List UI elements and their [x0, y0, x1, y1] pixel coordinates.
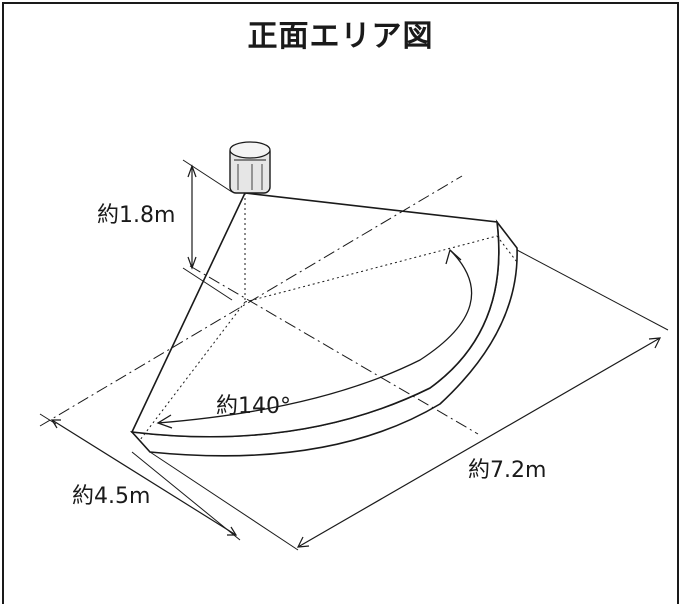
height-arrow-top — [187, 164, 197, 178]
height-label: 約1.8m — [97, 203, 176, 228]
height-ext-bottom — [182, 267, 233, 301]
dotted-to-right — [244, 235, 498, 303]
depth-label: 約4.5m — [72, 484, 151, 509]
dotted-to-left — [139, 301, 246, 441]
depth-arrow-top — [50, 419, 61, 429]
width-arrow-left — [296, 536, 310, 548]
angle-label: 約140° — [216, 394, 291, 419]
width-ext-right — [516, 249, 669, 331]
width-dim-line — [297, 337, 661, 548]
dotted-rim-right — [496, 235, 518, 263]
angle-arrow-right — [445, 248, 462, 265]
angle-arrow-left — [156, 414, 173, 429]
depth-arrow-bottom — [227, 526, 238, 536]
floor-top — [130, 192, 500, 438]
height-ext-top — [182, 159, 233, 193]
height-arrow-bottom — [187, 256, 197, 270]
width-label: 約7.2m — [468, 458, 547, 483]
width-arrow-right — [648, 337, 662, 349]
width-ext-left — [149, 451, 299, 551]
depth-dim-line — [51, 419, 237, 536]
page-title: 正面エリア図 — [247, 19, 434, 54]
angle-arc — [157, 249, 473, 424]
depth-ext-inner — [131, 451, 241, 541]
motion-sensor-icon — [229, 141, 271, 194]
axis-line-b — [189, 265, 479, 435]
axis-line-a — [39, 175, 463, 427]
